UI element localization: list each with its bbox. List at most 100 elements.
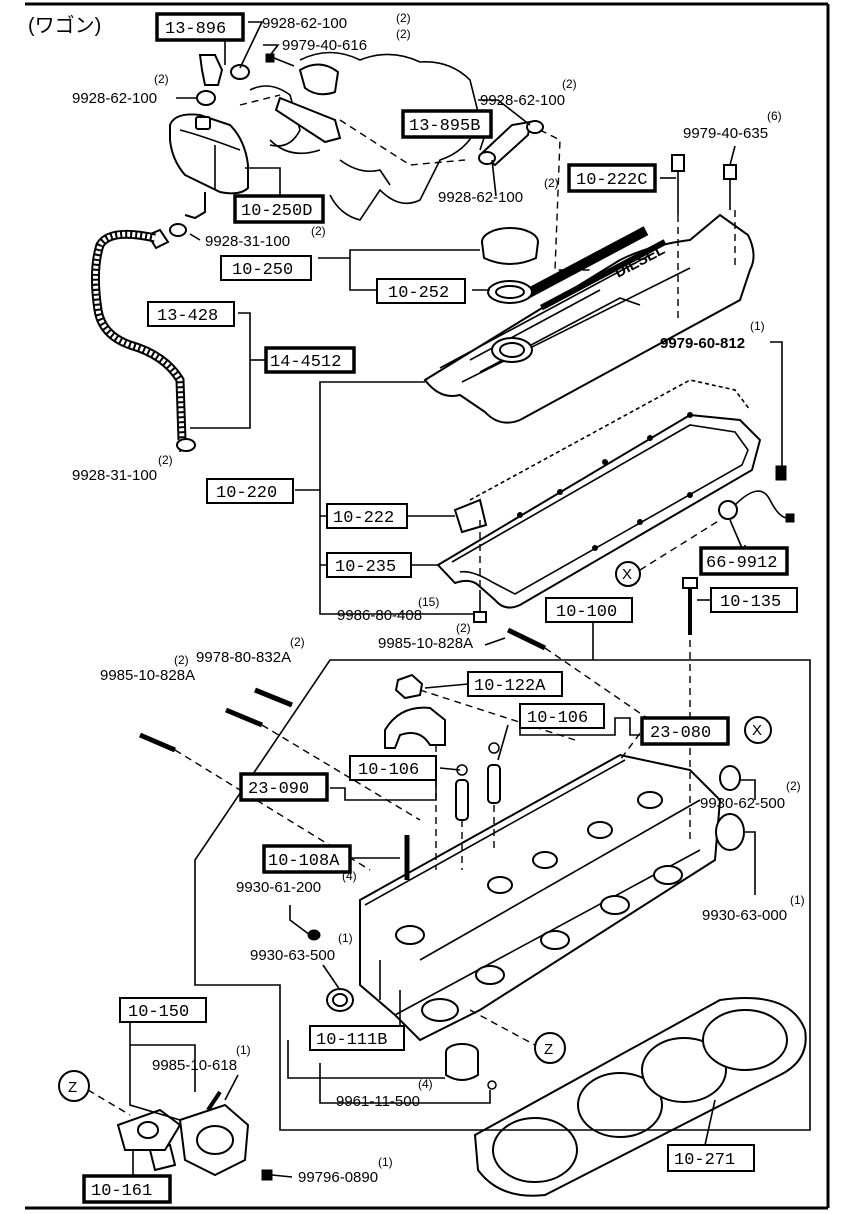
stud-9985-10-618 [206,1090,222,1112]
part-qty-p11: (2) [456,621,471,635]
code-box-10-252[interactable]: 10-252 [376,278,466,304]
part-num-p7: 9928-31-100 [205,233,290,250]
part-num-p17: 9930-63-500 [250,947,335,964]
stud-9985-10-828a-right [506,627,547,651]
code-box-10-235[interactable]: 10-235 [326,552,412,578]
part-num-p14: 9930-62-500 [700,795,785,812]
part-qty-p9: (2) [158,453,173,467]
cam-plug-9930-63-000 [715,813,745,851]
code-box-10-271[interactable]: 10-271 [667,1144,755,1172]
part-qty-p20: (1) [378,1155,393,1169]
leader-dash-mid-1 [174,749,371,871]
code-box-10-161[interactable]: 10-161 [82,1174,172,1204]
code-box-13-896[interactable]: 13-896 [155,12,245,42]
valve-guide-a [487,764,501,804]
cylinder-head-gasket [473,997,807,1197]
svg-text:X: X [752,722,762,739]
code-box-10-111b[interactable]: 10-111B [309,1025,405,1051]
leader-dash-upper-2 [339,119,466,166]
part-num-p13: 9985-10-828A [100,667,195,684]
part-num-p18: 9985-10-618 [152,1057,237,1074]
svg-text:23-080: 23-080 [650,724,711,743]
svg-text:10-108A: 10-108A [268,852,340,871]
cylinder-head-cover: DIESEL [423,213,755,424]
code-box-10-250d[interactable]: 10-250D [233,194,325,224]
code-box-10-220[interactable]: 10-220 [206,478,294,504]
part-num-p12: 9978-80-832A [196,649,291,666]
svg-text:10-111B: 10-111B [316,1031,387,1050]
part-num-p20: 99796-0890 [298,1169,378,1186]
cam-bearing-cap [384,706,446,749]
code-box-10-106-mid[interactable]: 10-106 [349,755,437,781]
clamp-left [196,90,216,106]
svg-text:10-135: 10-135 [720,593,781,612]
part-qty-p4: (2) [562,77,577,91]
ref-circle-z-mid[interactable]: Z [534,1032,566,1064]
part-num-p11: 9985-10-828A [378,635,473,652]
part-qty-p7: (2) [311,224,326,238]
head-bolt-10-135 [682,577,698,635]
bolt-9979-40-616 [265,53,295,67]
cylinder-head [359,753,722,1042]
ref-circle-x-upper[interactable]: X [615,561,641,587]
svg-text:10-150: 10-150 [128,1003,189,1022]
code-box-10-150[interactable]: 10-150 [119,997,207,1023]
stud-9978-80-832a [225,687,293,728]
hose-13-896 [198,54,250,86]
gasket-plug-10-222 [453,498,488,534]
part-num-p3: 9928-62-100 [72,90,157,107]
leader-dash-upper-3 [539,129,590,271]
leader-dash-mid-2 [261,724,421,821]
part-qty-p19: (4) [418,1077,433,1091]
water-outlet-housing [148,1103,250,1177]
code-box-10-122a[interactable]: 10-122A [467,671,563,697]
seal-9930-63-500 [326,988,354,1012]
code-box-23-090[interactable]: 23-090 [239,772,329,802]
leader-dash-z-lower [87,1089,131,1116]
cover-bolt-9979-40-635 [723,164,737,210]
plug-9930-61-200 [307,929,321,941]
part-qty-p15: (4) [342,869,357,883]
part-num-p15: 9930-61-200 [236,879,321,896]
svg-text:10-250: 10-250 [232,261,293,280]
cam-plug-9930-62-500 [719,765,741,791]
part-num-p5: 9979-40-635 [683,125,768,142]
code-box-10-108a[interactable]: 10-108A [262,844,352,874]
ref-circle-x-mid[interactable]: X [744,716,772,744]
svg-text:X: X [622,566,632,583]
part-qty-p5: (6) [767,109,782,123]
code-box-10-106-top[interactable]: 10-106 [519,703,605,729]
svg-text:Z: Z [544,1041,553,1058]
code-box-10-222c[interactable]: 10-222C [567,163,657,193]
svg-text:14-4512: 14-4512 [270,353,341,372]
code-box-14-4512[interactable]: 14-4512 [264,346,356,374]
stud-9985-10-828a-left [139,732,176,753]
leader-dash-upper-1 [239,94,281,106]
code-box-10-135[interactable]: 10-135 [710,587,798,613]
svg-text:10-100: 10-100 [556,603,617,622]
code-box-13-428[interactable]: 13-428 [147,301,235,327]
svg-text:13-895B: 13-895B [409,117,480,136]
filler-cap-gasket [487,280,533,304]
part-num-p16: 9930-63-000 [702,907,787,924]
code-box-10-222[interactable]: 10-222 [326,503,408,529]
head-cover-gasket [436,379,762,609]
bolt-9986-80-408 [473,590,487,623]
code-box-10-250[interactable]: 10-250 [220,255,312,281]
svg-text:66-9912: 66-9912 [706,554,777,573]
part-qty-p3: (2) [154,72,169,86]
part-qty-p14: (2) [786,779,801,793]
code-box-66-9912[interactable]: 66-9912 [699,546,789,576]
ref-circle-z-lower[interactable]: Z [58,1070,90,1102]
svg-text:10-106: 10-106 [358,761,419,780]
code-box-23-080[interactable]: 23-080 [640,716,730,746]
svg-text:10-220: 10-220 [216,484,277,503]
callout-lines [129,21,811,1178]
code-box-10-100[interactable]: 10-100 [545,597,633,623]
part-qty-p10: (15) [418,595,439,609]
part-qty-p1: (2) [396,11,411,25]
leader-dash-cover-bolts [677,210,736,320]
code-box-13-895b[interactable]: 13-895B [401,109,493,139]
svg-text:10-252: 10-252 [388,284,449,303]
svg-text:10-235: 10-235 [335,558,396,577]
